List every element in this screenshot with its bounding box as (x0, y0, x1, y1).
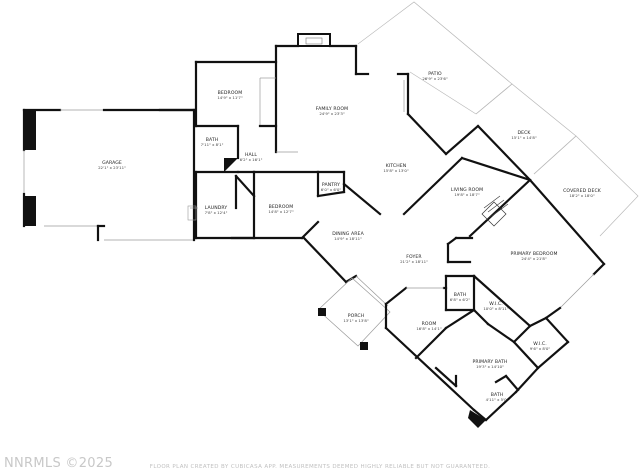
label-foyer: FOYER (406, 254, 422, 260)
dims-covered-deck: 18'2" x 18'0" (569, 193, 595, 198)
label-bath-3: BATH (491, 392, 504, 398)
label-primary-bath: PRIMARY BATH (473, 359, 508, 365)
mls-watermark: NNRMLS ©2025 (4, 456, 114, 471)
label-living-room: LIVING ROOM (451, 187, 483, 193)
label-bath-1: BATH (206, 137, 219, 143)
dims-bath-3: 4'11" x 5'0" (486, 397, 509, 402)
label-patio: PATIO (428, 71, 442, 77)
dims-hall: 6'2" x 16'1" (240, 157, 263, 162)
room-labels: GARAGE 22'1" x 23'11" BEDROOM 14'9" x 11… (98, 71, 602, 402)
dims-pantry: 6'0" x 6'0" (321, 187, 342, 192)
label-kitchen: KITCHEN (386, 163, 407, 169)
dims-wic-2: 9'6" x 8'0" (530, 346, 551, 351)
dims-dining-area: 14'9" x 18'11" (334, 236, 362, 241)
outdoor-areas (357, 1, 639, 237)
label-covered-deck: COVERED DECK (563, 188, 602, 194)
label-hall: HALL (245, 152, 257, 158)
dining-walls (302, 156, 464, 307)
label-pantry: PANTRY (322, 182, 340, 188)
label-family-room: FAMILY ROOM (316, 106, 348, 112)
label-dining-area: DINING AREA (332, 231, 364, 237)
dims-patio: 26'9" x 23'6" (422, 76, 448, 81)
garage-walls (22, 108, 196, 242)
primary-suite-walls (444, 178, 606, 370)
label-porch: PORCH (348, 313, 365, 319)
dims-bath-1: 7'11" x 8'1" (201, 142, 224, 147)
label-laundry: LAUNDRY (205, 205, 228, 211)
dims-porch: 13'1" x 13'8" (343, 318, 369, 323)
floor-plan-disclaimer: FLOOR PLAN CREATED BY CUBICASA APP. MEAS… (149, 464, 491, 470)
dims-family-room: 24'9" x 23'3" (319, 111, 345, 116)
south-wing-walls (384, 286, 540, 428)
dims-laundry: 7'8" x 12'4" (205, 210, 228, 215)
west-wing-walls (187, 44, 320, 240)
label-wic-2: W.I.C. (533, 341, 547, 347)
dims-bedroom-1: 14'9" x 11'7" (217, 95, 243, 100)
porch-outline (317, 277, 391, 350)
label-bath-2: BATH (454, 292, 467, 298)
label-room: ROOM (422, 321, 437, 327)
dims-garage: 22'1" x 23'11" (98, 165, 126, 170)
living-room-walls (446, 156, 532, 264)
dims-bath-2: 6'8" x 6'2" (450, 297, 471, 302)
dims-deck: 15'1" x 14'8" (511, 135, 537, 140)
dims-primary-bath: 19'3" x 14'10" (476, 364, 504, 369)
label-wic-1: W.I.C. (489, 301, 503, 307)
label-bedroom-1: BEDROOM (218, 90, 243, 96)
fireplace-icon (481, 195, 509, 227)
dims-primary-bedroom: 24'4" x 21'8" (521, 256, 547, 261)
dims-living-room: 19'8" x 18'7" (454, 192, 480, 197)
dims-kitchen: 15'8" x 13'0" (383, 168, 409, 173)
dims-foyer: 21'2" x 18'11" (400, 259, 428, 264)
dims-room: 16'8" x 14'1" (416, 326, 442, 331)
family-room-walls (274, 33, 532, 182)
dims-bedroom-2: 14'8" x 12'7" (268, 209, 294, 214)
label-bedroom-2: BEDROOM (269, 204, 294, 210)
label-garage: GARAGE (102, 160, 122, 166)
label-primary-bedroom: PRIMARY BEDROOM (510, 251, 557, 257)
label-deck: DECK (517, 130, 531, 136)
dims-wic-1: 10'0" x 8'11" (483, 306, 509, 311)
